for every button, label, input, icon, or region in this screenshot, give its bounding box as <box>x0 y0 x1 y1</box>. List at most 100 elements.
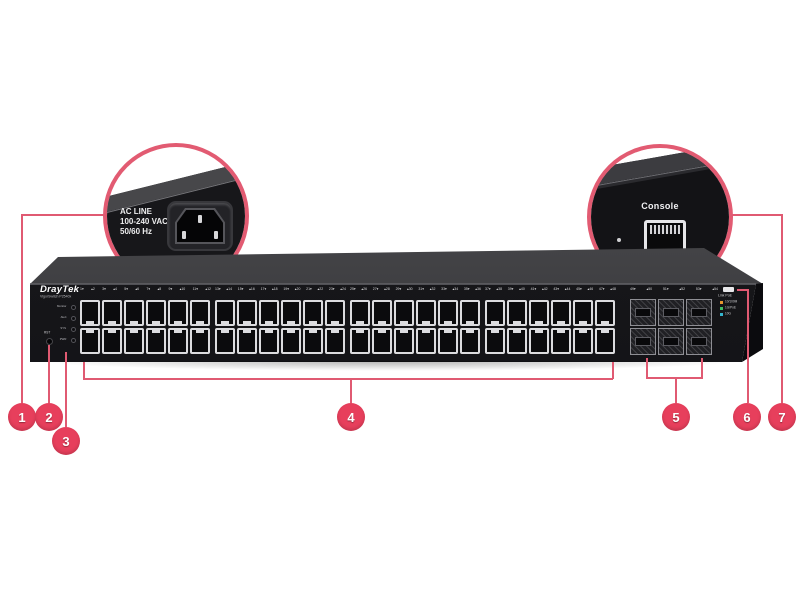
port-number: 31▾ <box>418 287 424 292</box>
port-number: ▴22 <box>317 287 324 292</box>
rj45-port <box>394 300 414 326</box>
port-number: ▴38 <box>496 287 503 292</box>
rj45-port <box>460 300 480 326</box>
legend-color-swatch <box>720 301 723 304</box>
callout-bracket-4 <box>612 362 614 379</box>
port-rows <box>485 300 616 354</box>
rj45-port <box>80 300 100 326</box>
rj45-port <box>460 328 480 354</box>
rj45-port <box>529 300 549 326</box>
port-number: 13▾ <box>215 287 221 292</box>
rj45-port <box>485 328 505 354</box>
reset-label: RST <box>44 331 51 335</box>
status-led-label: PWR <box>59 338 66 341</box>
inlet-pin <box>182 231 186 239</box>
port-row <box>80 300 211 326</box>
port-rows <box>80 300 211 354</box>
sfp-port-number: 49▾ <box>630 287 636 292</box>
port-number: ▴48 <box>610 287 616 292</box>
port-number: 23▾ <box>328 287 335 292</box>
port-number: ▴40 <box>519 287 525 292</box>
port-number: ▴6 <box>135 287 140 292</box>
port-number: 37▾ <box>485 287 491 292</box>
led-mode-window <box>723 287 734 292</box>
legend-label: 10/100M <box>725 300 738 304</box>
sfp-slot <box>663 308 679 317</box>
rj45-port <box>259 300 279 326</box>
rj45-port <box>215 328 235 354</box>
rj45-port <box>237 300 257 326</box>
port-number: 29▾ <box>395 287 402 292</box>
port-number: 15▾ <box>237 287 244 292</box>
sfp-port-number: ▴52 <box>679 287 686 292</box>
rj45-port <box>595 300 615 326</box>
status-led: SYS <box>52 325 76 336</box>
ac-line-label-line1: AC LINE <box>120 207 152 216</box>
callout-5: 5 <box>662 403 690 431</box>
rj45-port <box>394 328 414 354</box>
rj45-port <box>146 328 166 354</box>
rj45-port <box>438 300 458 326</box>
rj45-port <box>190 328 210 354</box>
led-dot <box>71 338 76 343</box>
reset-button: RST <box>44 331 58 347</box>
port-row <box>350 300 481 326</box>
port-row <box>350 328 481 354</box>
rj45-port <box>325 300 345 326</box>
callout-line-7 <box>781 214 783 403</box>
port-number: 17▾ <box>260 287 267 292</box>
port-number: ▴30 <box>406 287 413 292</box>
rj45-port <box>303 328 323 354</box>
port-number: ▴32 <box>429 287 436 292</box>
led-mode-label: Link PoE <box>718 294 733 298</box>
callout-4: 4 <box>337 403 365 431</box>
callout-line-3 <box>65 352 67 427</box>
sfp-port-number: ▴50 <box>646 287 653 292</box>
legend-label: 10G <box>725 312 731 316</box>
port-number: 27▾ <box>372 287 379 292</box>
port-number: ▴34 <box>452 287 459 292</box>
rj45-port <box>281 328 301 354</box>
sfp-slot <box>691 308 707 317</box>
port-number: 39▾ <box>507 287 514 292</box>
port-number: ▴2 <box>91 287 95 292</box>
port-number: ▴26 <box>361 287 368 292</box>
rj45-port <box>80 328 100 354</box>
status-led-label: Monitor <box>56 305 66 308</box>
rj45-port <box>416 300 436 326</box>
port-row <box>215 300 346 326</box>
rj45-port <box>551 300 571 326</box>
port-number: ▴46 <box>587 287 594 292</box>
callout-line-1 <box>22 214 104 216</box>
rj45-port <box>190 300 210 326</box>
rj45-port <box>595 328 615 354</box>
port-number: 43▾ <box>553 287 559 292</box>
port-number: 11▾ <box>192 287 198 292</box>
port-number: 19▾ <box>283 287 289 292</box>
screw <box>617 238 621 242</box>
port-number: 45▾ <box>576 287 582 292</box>
port-number: ▴10 <box>179 287 186 292</box>
sfp-port-grid <box>630 299 716 355</box>
port-number: 3▾ <box>102 287 106 292</box>
sfp-port-number: 53▾ <box>695 287 702 292</box>
rj45-port <box>237 328 257 354</box>
status-led: Monitor <box>52 303 76 314</box>
status-led: Alert <box>52 314 76 325</box>
port-rows <box>215 300 346 354</box>
rj45-port <box>102 300 122 326</box>
rj45-port <box>124 328 144 354</box>
rj45-pins <box>650 225 680 234</box>
port-rows <box>350 300 481 354</box>
rj45-port <box>102 328 122 354</box>
callout-bracket-5 <box>646 377 703 379</box>
callout-line-2 <box>48 345 50 403</box>
callout-line-4 <box>350 379 352 403</box>
ac-line-label-line2: 100-240 VAC <box>120 217 168 226</box>
led-dot <box>71 305 76 310</box>
